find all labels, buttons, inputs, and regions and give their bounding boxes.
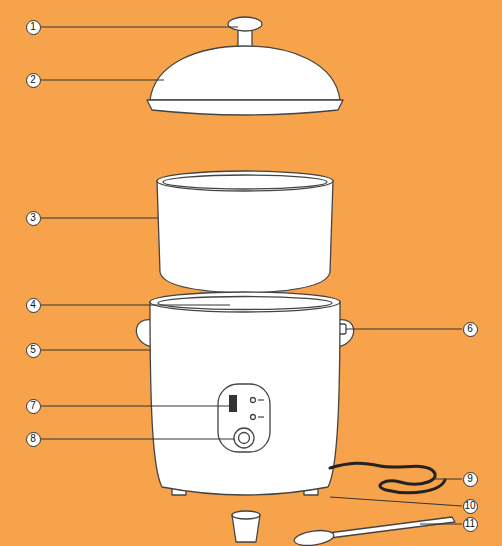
- callout-number: 11: [463, 517, 478, 532]
- callout-number: 1: [26, 20, 41, 35]
- callout-number: 2: [26, 73, 41, 88]
- callout-number: 5: [26, 343, 41, 358]
- callout-number: 6: [463, 322, 478, 337]
- callout-number: 3: [26, 211, 41, 226]
- callout-number: 7: [26, 399, 41, 414]
- callout-number: 8: [26, 432, 41, 447]
- callout-number: 10: [463, 499, 478, 514]
- callout-number: 9: [463, 472, 478, 487]
- callout-number: 4: [26, 298, 41, 313]
